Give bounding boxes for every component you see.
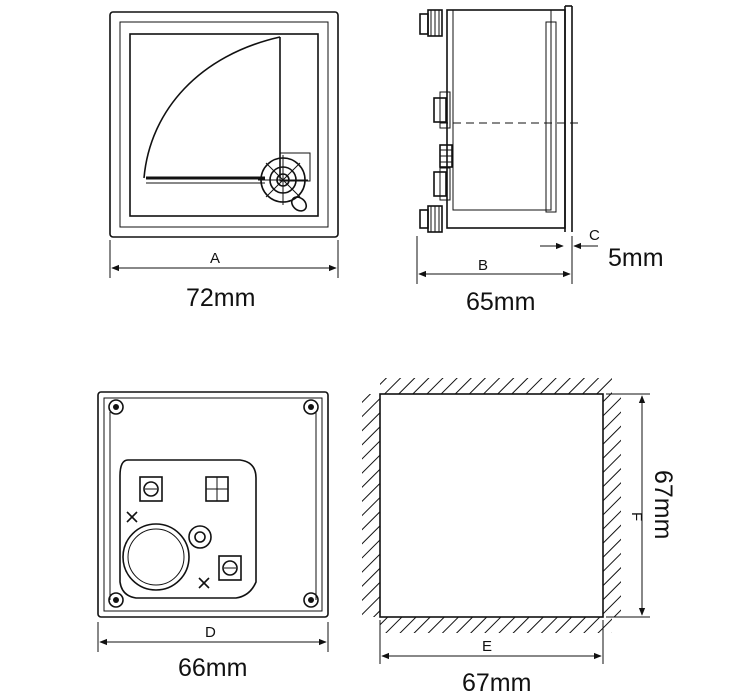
dim-value-a: 72mm (186, 284, 255, 312)
screw-icon (108, 399, 319, 608)
side-view: B 65mm C 5mm (416, 5, 664, 316)
zero-adjust-icon (258, 155, 308, 212)
dim-label-e: E (482, 638, 492, 655)
panel-cutout: E 67mm F 67mm (362, 378, 677, 697)
rear-gland-circle (122, 523, 190, 591)
hatch-right (603, 394, 621, 617)
hatch-top (380, 378, 612, 394)
rear-view: D 66mm (97, 391, 329, 682)
dim-label-c: C (589, 227, 600, 244)
dim-value-f: 67mm (649, 470, 677, 539)
cutout-square (379, 393, 604, 618)
dim-value-e: 67mm (462, 669, 531, 697)
dim-value-d: 66mm (178, 654, 247, 682)
dim-label-d: D (205, 624, 216, 641)
rear-terminal-icon (139, 476, 242, 581)
cross-mark-icon (126, 511, 210, 589)
dim-value-b: 65mm (466, 288, 535, 316)
scale-arc (143, 36, 281, 179)
dim-value-c: 5mm (608, 244, 664, 272)
hatch-bottom (380, 617, 612, 633)
front-view: A 72mm (109, 11, 339, 312)
terminal-mid (433, 91, 453, 201)
dim-label-a: A (210, 250, 220, 267)
terminal-top (419, 9, 443, 37)
dim-label-b: B (478, 257, 488, 274)
terminal-bottom (419, 205, 443, 233)
dim-label-f: F (628, 512, 645, 521)
hatch-left (362, 394, 380, 617)
